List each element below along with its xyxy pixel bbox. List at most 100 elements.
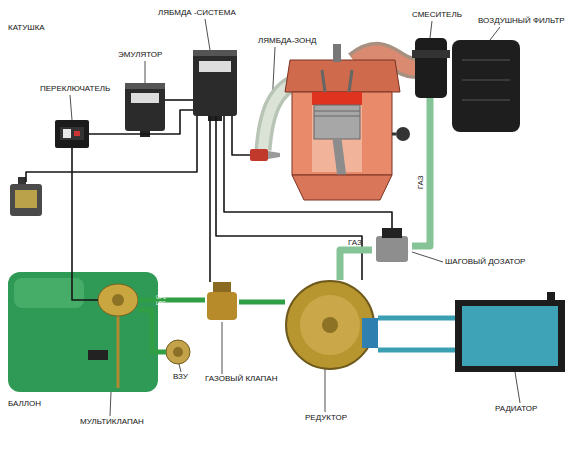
switch-illustration [74,131,80,136]
mixer-illustration [412,38,450,98]
radiator-illustration [547,292,555,302]
lambda-probe-illustration [268,151,280,159]
air-filter-illustration [462,59,510,61]
switch-illustration [55,120,89,148]
leader-lines [179,364,181,372]
gas-pipe [412,98,430,246]
signal-wire [216,116,362,280]
emulator-illustration [125,83,165,131]
component-label: ЛЯМБДА-ЗОНД [258,37,338,46]
signal-wire [165,99,193,101]
lambda-controller: ЛЯБМДА -СИСТЕМА [193,50,237,116]
mixer: СМЕСИТЕЛЬ [415,38,447,98]
lambda-probe-illustration [250,149,268,161]
emulator-illustration [125,83,165,89]
lambda-controller-illustration [193,50,237,116]
leader-lines [222,322,223,374]
leader-lines [412,252,443,262]
gas-tank-illustration [14,278,84,308]
stepper-doser-illustration [376,236,408,262]
reducer: РЕДУКТОР [285,280,378,370]
emulator-illustration [125,83,165,137]
component-label: БАЛЛОН [8,400,68,409]
signal-wire [224,116,392,228]
air-filter-illustration [452,40,520,132]
multivalve: МУЛЬТИКЛАПАН [98,282,138,318]
signal-wire [72,148,98,300]
stepper-doser-illustration [382,228,402,238]
gas-valve-illustration [207,292,237,320]
lambda-controller-illustration [193,50,237,121]
air-filter-illustration [452,40,520,132]
engine-illustration [314,111,360,112]
emulator-illustration [140,131,150,137]
component-label: ВЗУ [173,373,203,382]
engine-illustration [285,60,400,92]
component-label: РАДИАТОР [495,405,555,414]
leader-lines [205,19,210,50]
coolant-hose [378,348,455,353]
engine-illustration [333,44,341,62]
engine-illustration [396,127,410,141]
air-filter-illustration [462,99,510,101]
switch-illustration [55,120,89,148]
gas-valve: ГАЗОВЫЙ КЛАПАН [205,282,239,322]
filler-valve: ВЗУ [166,340,190,364]
switch: ПЕРЕКЛЮЧАТЕЛЬ [55,120,89,148]
ignition-coil: КАТУШКА [10,182,42,216]
air-filter: ВОЗДУШНЫЙ ФИЛЬТР [452,40,520,132]
lambda-probe: ЛЯМБДА-ЗОНД [250,146,280,164]
hose-label: ГАЗ [417,175,426,189]
emulator-illustration [131,93,159,103]
leader-lines [70,95,72,120]
component-label: ГАЗОВЫЙ КЛАПАН [205,375,295,384]
mixer-illustration [412,50,450,58]
reducer-illustration [300,295,360,355]
component-label: ВОЗДУШНЫЙ ФИЛЬТР [478,17,572,26]
gas-pipe [340,250,372,280]
ignition-coil-illustration [10,184,42,216]
component-label: СМЕСИТЕЛЬ [412,11,472,20]
component-label: ПЕРЕКЛЮЧАТЕЛЬ [40,85,120,94]
signal-wire [209,116,211,282]
engine-illustration [263,44,415,200]
engine-illustration [292,175,392,200]
signal-wire [26,116,197,182]
component-label: КАТУШКА [8,24,68,33]
switch-illustration [63,129,71,138]
leader-lines [325,369,326,412]
signal-wire [89,110,193,134]
pipe-marking: GPL LPG [241,285,255,296]
air-filter-illustration [462,79,510,81]
leader-lines [145,61,146,83]
hose-label: ГАЗ [348,239,362,248]
gas-pipe [239,300,285,305]
multivalve-illustration [98,284,138,388]
multivalve-illustration [98,284,138,316]
filler-valve-illustration [166,340,190,364]
multivalve-illustration [117,316,120,388]
lambda-controller-illustration [199,61,231,72]
radiator-illustration [455,300,565,372]
leader-lines [430,21,432,38]
filler-valve-illustration [173,347,183,357]
engine-illustration [314,105,360,139]
leader-lines [515,372,520,403]
component-label: РЕДУКТОР [305,414,365,423]
reducer-illustration [362,318,378,348]
ignition-coil-illustration [18,177,26,185]
leader-lines [490,27,500,40]
ignition-coil-illustration [10,177,42,216]
gas-tank-illustration [8,272,158,392]
engine-illustration [322,70,325,92]
engine-illustration [312,92,362,105]
radiator-illustration [462,306,558,366]
emulator: ЭМУЛЯТОР [125,83,165,131]
radiator: РАДИАТОР [455,300,565,372]
gas-valve-illustration [207,282,237,320]
signal-wire [232,116,250,155]
stepper-doser-illustration [376,228,408,262]
